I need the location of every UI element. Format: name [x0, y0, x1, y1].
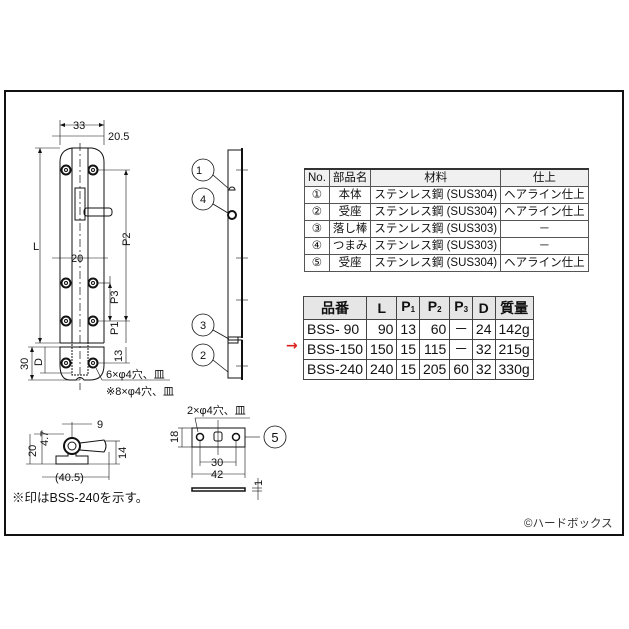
spec-header-row: 品番 L P1 P2 P3 D 質量 — [302, 296, 534, 320]
body-outline-upper — [59, 147, 105, 343]
table-row: BSS-240 240 15 205 60 32 330g — [302, 359, 534, 380]
cell-P2: 60 — [418, 319, 451, 340]
cell-P2: 205 — [418, 359, 451, 380]
dim-40-5: (40.5) — [55, 472, 84, 484]
callout-3: 3 — [200, 320, 206, 332]
copyright: ©ハードボックス — [524, 518, 613, 530]
footnote: ※印はBSS-240を示す。 — [12, 491, 149, 505]
cell-L: 90 — [366, 319, 398, 340]
cell-D: 24 — [471, 319, 496, 340]
table-row: ⑤ 受座 ステンレス鋼 (SUS304) ヘアライン仕上 — [304, 254, 589, 272]
dim-20-end: 20 — [27, 445, 39, 457]
cell-finish: ヘアライン仕上 — [500, 254, 589, 272]
parts-table: No. 部品名 材料 仕上 ① 本体 ステンレス鋼 (SUS304) ヘアライン… — [304, 168, 589, 272]
col-part-name: 部品名 — [328, 168, 372, 187]
dim-18: 18 — [169, 431, 181, 443]
cell-no: ② — [304, 203, 330, 221]
table-row: BSS- 90 90 13 60 － 24 142g — [302, 319, 534, 340]
cell-material: ステンレス鋼 (SUS304) — [370, 254, 502, 272]
table-row-highlighted: BSS-150 150 15 115 － 32 215g — [302, 339, 534, 360]
cell-name: 受座 — [328, 254, 372, 272]
cell-mass: 215g — [494, 339, 534, 360]
dim-offset: 20.5 — [108, 131, 129, 143]
col-finish: 仕上 — [500, 168, 589, 187]
hole-note-1: 6×φ4穴、皿 — [106, 367, 165, 381]
dim-4-7: 4.7 — [39, 431, 51, 446]
dim-9: 9 — [97, 419, 103, 431]
cell-D: 32 — [471, 359, 496, 380]
cell-P1: 13 — [396, 319, 420, 340]
dim-30-strike: 30 — [211, 457, 223, 469]
dim-13: 13 — [113, 350, 125, 362]
dim-42: 42 — [211, 469, 223, 481]
spec-table: 品番 L P1 P2 P3 D 質量 BSS- 90 90 13 60 － 24… — [302, 296, 534, 380]
hole-note-2: ※8×φ4穴、皿 — [106, 384, 174, 398]
dim-1: 1 — [253, 480, 265, 486]
cell-no: ③ — [304, 220, 330, 238]
callout-4: 4 — [200, 194, 206, 206]
col-material: 材料 — [370, 168, 502, 187]
cell-name: 本体 — [328, 186, 372, 204]
callouts-side — [191, 158, 230, 373]
dim-width: 33 — [73, 120, 85, 132]
col-model: 品番 — [302, 296, 368, 320]
cell-no: ⑤ — [304, 254, 330, 272]
cell-no: ① — [304, 186, 330, 204]
col-D: D — [471, 296, 496, 320]
strike-hole-note: 2×φ4穴、皿 — [187, 403, 246, 417]
col-P2: P2 — [418, 296, 451, 320]
dim-P2: P2 — [121, 233, 133, 246]
dim-P1: P1 — [109, 322, 121, 335]
screw-holes — [60, 164, 99, 369]
cell-mass: 330g — [494, 359, 534, 380]
cell-no: ④ — [304, 237, 330, 255]
parts-header-row: No. 部品名 材料 仕上 — [304, 168, 589, 187]
col-L: L — [366, 296, 398, 320]
cell-L: 240 — [366, 359, 398, 380]
cell-name: つまみ — [328, 237, 372, 255]
dim-D: D — [33, 358, 45, 366]
dim-20: 20 — [71, 253, 83, 265]
cell-model: BSS-150 — [302, 339, 368, 360]
callout-5-label: 5 — [271, 430, 278, 445]
cell-material: ステンレス鋼 (SUS304) — [370, 203, 502, 221]
cell-material: ステンレス鋼 (SUS303) — [370, 237, 502, 255]
cell-material: ステンレス鋼 (SUS303) — [370, 220, 502, 238]
col-mass: 質量 — [494, 296, 534, 320]
cell-mass: 142g — [494, 319, 534, 340]
table-row: ① 本体 ステンレス鋼 (SUS304) ヘアライン仕上 — [304, 186, 589, 204]
callout-5 — [263, 425, 287, 449]
col-P3: P3 — [449, 296, 473, 320]
dim-P3: P3 — [109, 291, 121, 304]
cell-P1: 15 — [396, 339, 420, 360]
cell-L: 150 — [366, 339, 398, 360]
dim-14: 14 — [117, 447, 129, 459]
cell-D: 32 — [471, 339, 496, 360]
callout-1: 1 — [196, 165, 202, 177]
cell-finish: － — [500, 220, 589, 238]
cell-P2: 115 — [418, 339, 451, 360]
dim-30: 30 — [19, 358, 31, 370]
cell-finish: ヘアライン仕上 — [500, 203, 589, 221]
col-P1: P1 — [396, 296, 420, 320]
cell-P3: 60 — [449, 359, 473, 380]
highlight-arrow-icon: → — [286, 338, 298, 354]
cell-P3: － — [449, 319, 473, 340]
table-row: ② 受座 ステンレス鋼 (SUS304) ヘアライン仕上 — [304, 203, 589, 221]
cell-P1: 15 — [396, 359, 420, 380]
drawing-frame — [4, 90, 624, 536]
dim-L: L — [33, 241, 39, 253]
cell-material: ステンレス鋼 (SUS304) — [370, 186, 502, 204]
cell-finish: ヘアライン仕上 — [500, 186, 589, 204]
table-row: ③ 落し棒 ステンレス鋼 (SUS303) － — [304, 220, 589, 238]
cell-name: 受座 — [328, 203, 372, 221]
cell-model: BSS- 90 — [302, 319, 368, 340]
cell-name: 落し棒 — [328, 220, 372, 238]
cell-P3: － — [449, 339, 473, 360]
cell-finish: － — [500, 237, 589, 255]
table-row: ④ つまみ ステンレス鋼 (SUS303) － — [304, 237, 589, 255]
cell-model: BSS-240 — [302, 359, 368, 380]
col-no: No. — [304, 168, 330, 187]
callout-2: 2 — [200, 350, 206, 362]
